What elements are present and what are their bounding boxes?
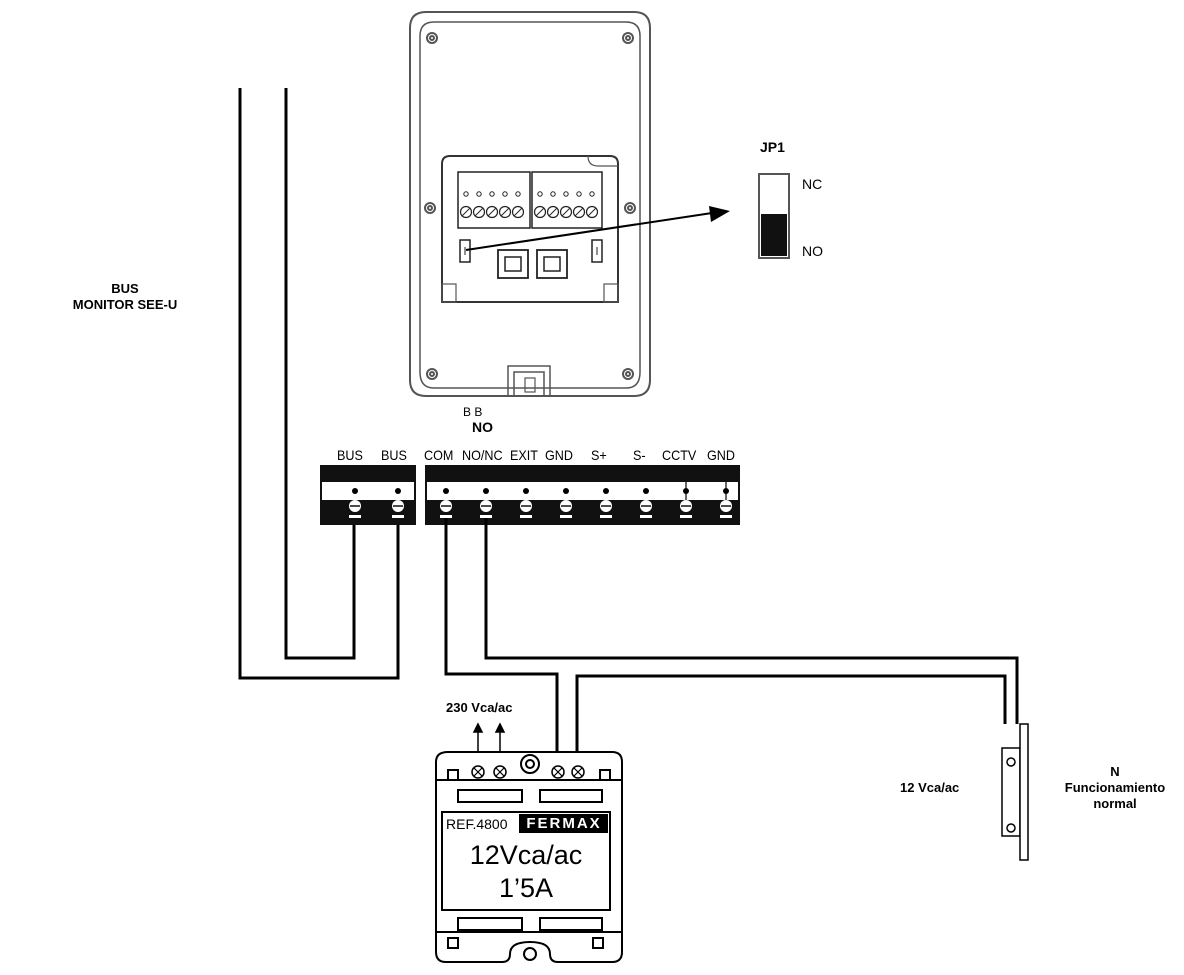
terminal-label-com: COM [424, 447, 454, 463]
bus-label-line2: MONITOR SEE-U [72, 297, 178, 312]
lock-note-line2: Funcionamiento [1064, 780, 1166, 795]
terminal-screws [349, 482, 732, 518]
terminal-label-exit: EXIT [510, 447, 539, 463]
terminal-label-no-nc: NO/NC [462, 447, 503, 463]
jp1-jumper [758, 173, 790, 259]
mains-input-label: 230 Vca/ac [446, 700, 513, 715]
electric-lock [1001, 723, 1029, 861]
lock-note-line1: N [1110, 764, 1120, 779]
terminal-label-gnd-1: GND [545, 447, 574, 463]
terminal-label-cctv: CCTV [662, 447, 697, 463]
door-panel [409, 11, 651, 397]
mode-label-no: NO [472, 419, 493, 435]
terminal-hole-4 [483, 488, 489, 494]
terminal-label-s-minus: S- [633, 447, 646, 463]
lock-note-line3: normal [1093, 796, 1137, 811]
fermax-logo: FERMAX [526, 815, 602, 832]
bus-monitor-label: BUS MONITOR SEE-U [60, 281, 190, 313]
lock-note: N Funcionamiento normal [1050, 764, 1180, 812]
psu-ref-label: REF.4800 [446, 816, 508, 832]
terminal-label-s-plus: S+ [591, 447, 607, 463]
terminal-label-bus-2: BUS [381, 447, 407, 463]
bus-label-line1: BUS [111, 281, 139, 296]
bus-wires [238, 88, 400, 680]
jp1-pointer-arrow [465, 206, 730, 251]
panel-screw-terminals [459, 191, 599, 255]
terminal-hole-5 [523, 488, 529, 494]
power-supply-screws [471, 765, 585, 779]
terminal-hole-7 [603, 488, 609, 494]
terminal-hole-1 [352, 488, 358, 494]
jp1-nc-label: NC [802, 176, 823, 192]
jp1-no-label: NO [802, 243, 823, 259]
panel-board-label: B B [463, 405, 483, 419]
terminal-hole-3 [443, 488, 449, 494]
relay-wires [444, 518, 1019, 752]
mains-input-arrows [472, 722, 506, 752]
terminal-label-gnd-2: GND [707, 447, 736, 463]
terminal-hole-6 [563, 488, 569, 494]
terminal-hole-8 [643, 488, 649, 494]
jp1-title: JP1 [760, 139, 785, 155]
terminal-hole-2 [395, 488, 401, 494]
terminal-label-bus-1: BUS [337, 447, 363, 463]
lock-voltage-label: 12 Vca/ac [900, 780, 960, 795]
psu-current-label: 1’5A [498, 873, 554, 903]
psu-voltage-label: 12Vca/ac [469, 840, 583, 870]
power-supply [435, 751, 623, 963]
